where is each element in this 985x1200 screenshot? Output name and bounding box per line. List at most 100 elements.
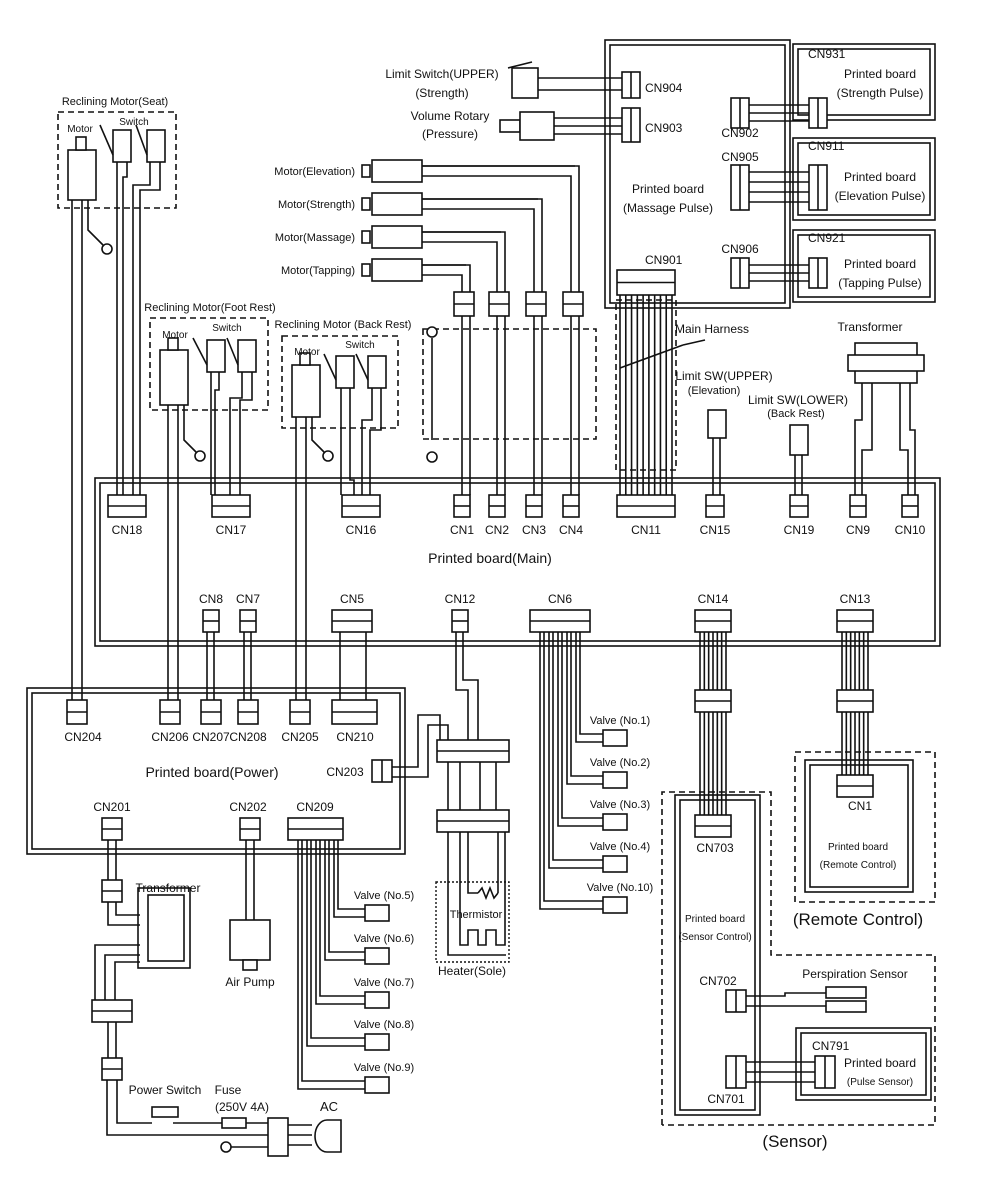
valve-label: Valve (No.3): [590, 799, 650, 811]
label: Reclining Motor(Seat): [62, 96, 168, 108]
label: Printed board: [828, 842, 888, 853]
main-board: [94, 477, 941, 647]
label: (Strength Pulse): [837, 86, 924, 100]
wire: [422, 198, 543, 495]
label: CN703: [696, 841, 734, 855]
connector-label: CN8: [199, 592, 223, 606]
motor-plug: [361, 263, 371, 277]
wire: [122, 162, 128, 495]
connector-label: CN207: [192, 730, 230, 744]
label: Reclining Motor(Foot Rest): [144, 302, 275, 314]
wire: [570, 632, 603, 777]
volume-rotary-shaft: [499, 119, 521, 133]
valve-label: Valve (No.5): [354, 890, 414, 902]
wire: [297, 840, 365, 1090]
foot-motor-shaft: [167, 337, 179, 351]
label: Printed board: [844, 170, 916, 184]
label: Motor: [294, 347, 320, 358]
label: Transformer: [838, 320, 903, 334]
motor-plug: [361, 230, 371, 244]
wire: [226, 337, 239, 366]
label: (Pulse Sensor): [847, 1077, 913, 1088]
heater-element: [459, 832, 506, 946]
valve: [364, 991, 390, 1009]
main-harness-group: [615, 299, 677, 471]
diagram-labels: Reclining Motor(Seat)MotorSwitchReclinin…: [62, 47, 926, 1151]
label: Main Harness: [675, 322, 749, 336]
connector-label: CN6: [548, 592, 572, 606]
connector-label: CN205: [281, 730, 319, 744]
wire: [94, 944, 140, 1000]
valve-label: Valve (No.7): [354, 977, 414, 989]
label: Switch: [345, 340, 374, 351]
connector-label: CN905: [721, 150, 759, 164]
valve: [364, 1033, 390, 1051]
motor-label: Motor(Massage): [275, 232, 355, 244]
connector-label: CN11: [631, 523, 661, 537]
connector-label: CN18: [112, 523, 143, 537]
valve: [602, 855, 628, 873]
wire: [337, 840, 365, 910]
wire: [548, 632, 603, 869]
connector-label: CN202: [229, 800, 267, 814]
label: Motor: [162, 330, 188, 341]
valve: [602, 896, 628, 914]
connector-label: CN208: [229, 730, 267, 744]
label: Switch: [212, 323, 241, 334]
foot-motor: [159, 349, 189, 406]
motor-plug: [361, 197, 371, 211]
motor-label: Motor(Elevation): [274, 166, 355, 178]
wire: [239, 372, 253, 495]
wire: [543, 632, 603, 902]
connector-label: CN14: [698, 592, 729, 606]
wire: [447, 832, 506, 956]
air-pump: [229, 919, 271, 961]
connector-label: CN2: [485, 523, 509, 537]
foot-switch-2: [237, 339, 257, 373]
wire: [135, 124, 148, 156]
connector-label: CN210: [336, 730, 374, 744]
label: (Elevation): [688, 385, 741, 397]
motor-label: Motor(Tapping): [281, 265, 355, 277]
connector-label: CN1: [450, 523, 474, 537]
wire: [349, 388, 355, 495]
wire: [854, 383, 863, 495]
perspiration-sensor-2: [825, 1000, 867, 1013]
wire: [87, 200, 104, 246]
wire: [619, 344, 684, 369]
label: Reclining Motor (Back Rest): [275, 319, 412, 331]
seat-switch-2: [146, 129, 166, 163]
air-pump-outlet: [242, 959, 258, 971]
connector-label: CN206: [151, 730, 189, 744]
connector-label: CN17: [216, 523, 247, 537]
ground-terminal: [220, 1141, 232, 1153]
ac-plug: [314, 1119, 342, 1153]
label: Printed board(Power): [145, 764, 278, 780]
wire: [422, 264, 471, 495]
thermistor-symbol: [477, 885, 499, 901]
massage-pulse-board: [604, 39, 791, 309]
connector-label: CN7: [236, 592, 260, 606]
label: Limit SW(LOWER): [748, 393, 848, 407]
wire: [324, 840, 365, 961]
valve: [364, 947, 390, 965]
label: (Sensor Control): [678, 932, 751, 943]
label: CN791: [812, 1039, 850, 1053]
label: CN701: [707, 1092, 745, 1106]
label: Heater(Sole): [438, 964, 506, 978]
motor-body: [371, 159, 423, 183]
ground-terminal: [101, 243, 113, 255]
wire: [355, 353, 369, 381]
wire: [369, 388, 382, 495]
wire: [333, 840, 365, 918]
wire: [139, 162, 161, 495]
ground-terminal: [194, 450, 206, 462]
limit-switch-elevation: [707, 409, 727, 439]
valve-label: Valve (No.1): [590, 715, 650, 727]
label: CN702: [699, 974, 737, 988]
wire: [422, 165, 580, 495]
connector-label: CN5: [340, 592, 364, 606]
connector-label: CN10: [895, 523, 926, 537]
wire: [361, 388, 373, 495]
